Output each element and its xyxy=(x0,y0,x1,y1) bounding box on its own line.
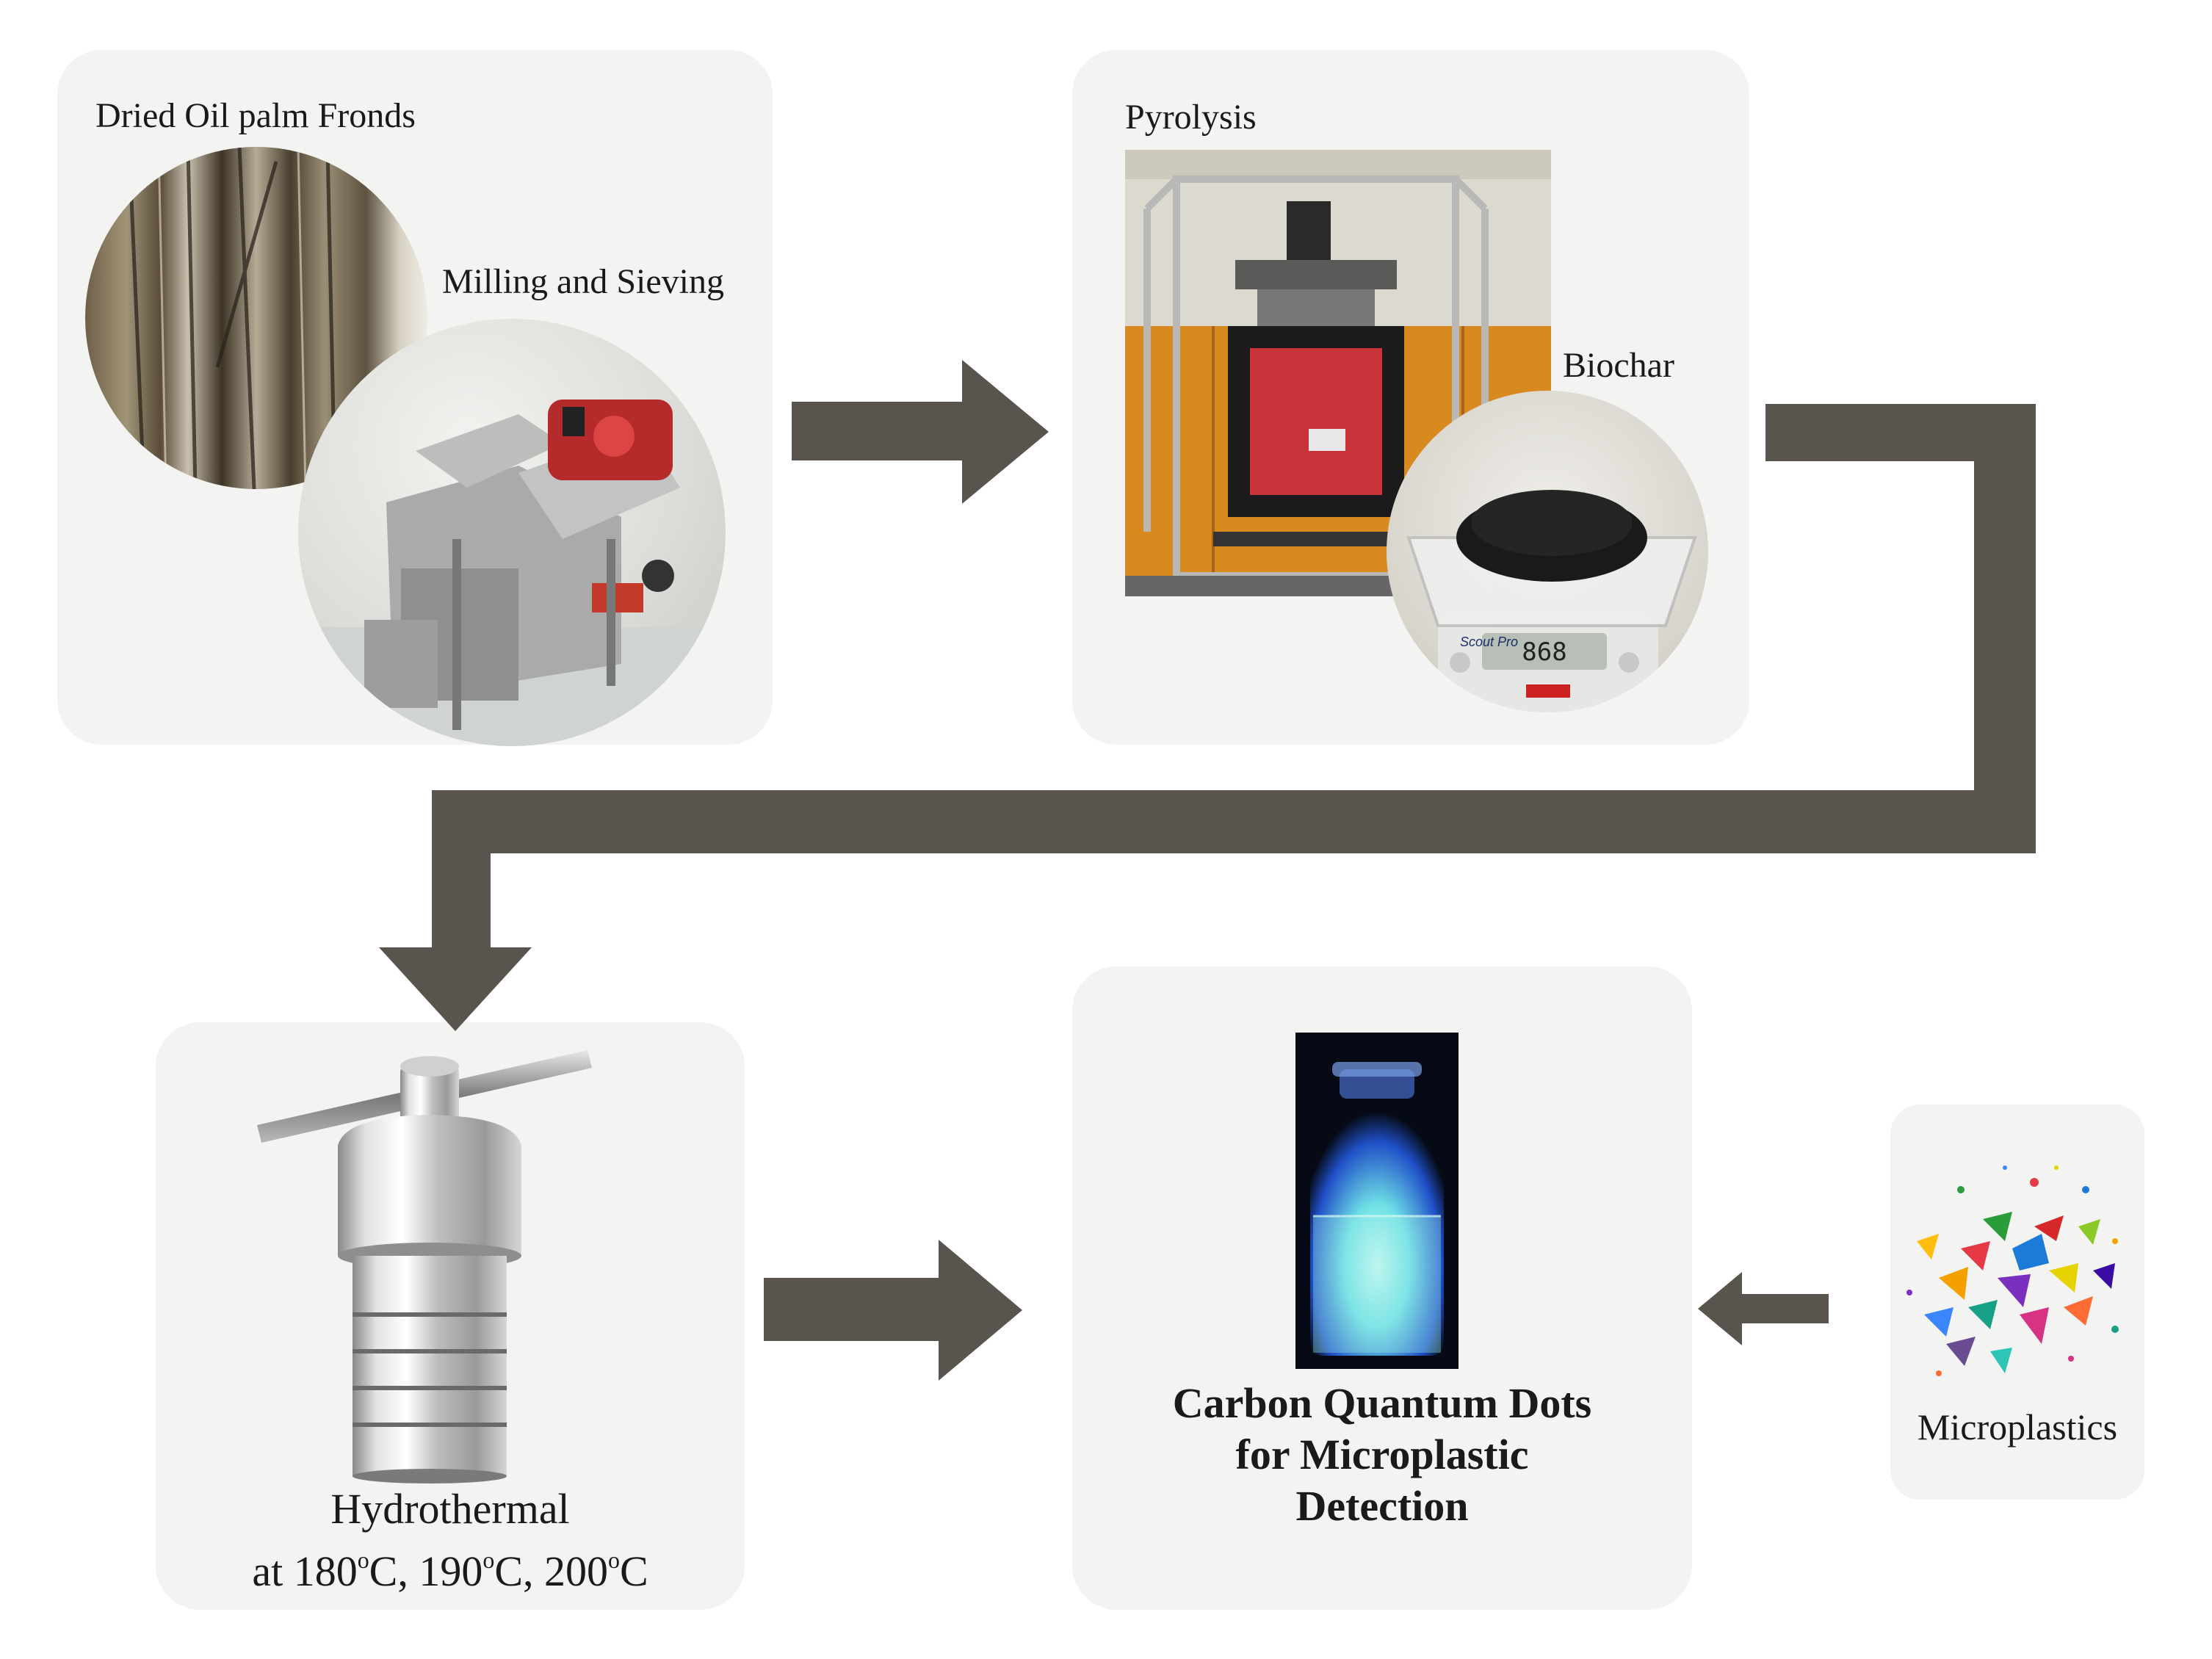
step1-title: Dried Oil palm Fronds xyxy=(95,96,416,135)
degree-mark-3: o xyxy=(608,1547,620,1573)
temp-190: C, 190 xyxy=(369,1547,483,1595)
scale-brand: Scout Pro xyxy=(1460,635,1518,649)
cqd-title-line2: for Microplastic xyxy=(1235,1431,1529,1478)
cqd-title-line3: Detection xyxy=(1295,1482,1469,1530)
cqd-title-line1: Carbon Quantum Dots xyxy=(1172,1379,1592,1427)
scale-reading: 868 xyxy=(1522,637,1566,667)
arrow-right-1 xyxy=(792,360,1049,504)
degree-mark-2: o xyxy=(482,1547,495,1573)
microplastics-icon xyxy=(1895,1138,2140,1388)
hydrothermal-autoclave-icon xyxy=(242,1035,610,1483)
step3-title-text: Hydrothermal xyxy=(330,1485,570,1533)
step5-title: Microplastics xyxy=(1917,1406,2118,1447)
biochar-scale-photo: 868 Scout Pro xyxy=(1387,391,1708,712)
panel-microplastics xyxy=(1890,1105,2144,1500)
step1-subtitle: Milling and Sieving xyxy=(442,262,724,301)
temp-200: C, 200 xyxy=(494,1547,608,1595)
step3-temperatures: at 180oC, 190oC, 200oC xyxy=(156,1535,745,1597)
temp-unit: C xyxy=(619,1547,648,1595)
step2-subtitle: Biochar xyxy=(1563,346,1674,385)
arrow-left-microplastics xyxy=(1698,1272,1829,1345)
cqd-title: Carbon Quantum Dots for Microplastic Det… xyxy=(1072,1378,1692,1532)
milling-machine-photo xyxy=(298,319,726,746)
pyrolysis-furnace-photo xyxy=(1125,150,1551,596)
fluorescent-vial-photo xyxy=(1295,1033,1459,1369)
step3-title: Hydrothermal xyxy=(156,1483,745,1535)
degree-mark-1: o xyxy=(357,1547,369,1573)
temp-180: at 180 xyxy=(252,1547,358,1595)
arrow-right-2 xyxy=(764,1240,1022,1381)
step2-title: Pyrolysis xyxy=(1125,98,1257,137)
